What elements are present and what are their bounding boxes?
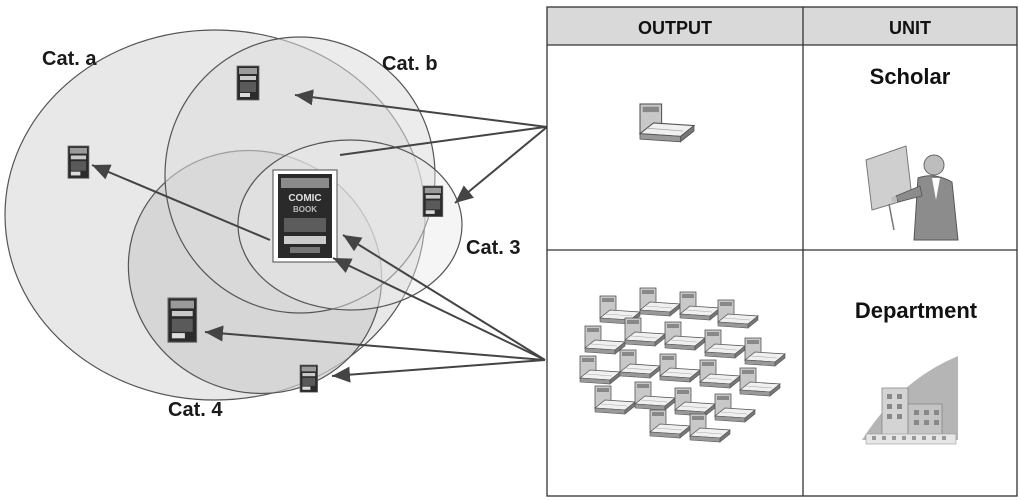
category-b-label: Cat. b [382, 53, 438, 75]
building-icon [862, 356, 958, 445]
svg-text:COMIC: COMIC [288, 193, 321, 204]
scholar-label: Scholar [870, 64, 951, 89]
arrow [331, 359, 546, 383]
magazine-icon [67, 145, 90, 179]
category-a-label: Cat. a [42, 48, 97, 70]
category-4-label: Cat. 4 [168, 399, 223, 421]
output-unit-table: OUTPUT UNIT Scholar Department [546, 6, 1018, 497]
department-label: Department [855, 298, 978, 323]
arrow [332, 257, 546, 361]
arrows [91, 89, 548, 383]
arrow [204, 325, 546, 361]
unit-header: UNIT [889, 18, 931, 38]
printer-pile-icon [579, 287, 786, 443]
magazine-icon [299, 364, 319, 393]
presenter-icon [865, 145, 959, 241]
output-header: OUTPUT [638, 18, 712, 38]
category-3-label: Cat. 3 [466, 237, 520, 259]
category-3-ellipse [237, 139, 463, 311]
magazine-icon [167, 297, 198, 343]
featured-magazine-cover-icon: COMIC BOOK [272, 169, 338, 263]
single-printer-icon [639, 103, 695, 143]
arrow [454, 126, 548, 204]
venn-diagram: Cat. a Cat. b Cat. 3 Cat. 4 COMIC BOOK [4, 29, 520, 421]
arrow [294, 89, 548, 128]
magazine-icon [422, 185, 444, 218]
arrow [339, 126, 546, 156]
magazine-icon [236, 65, 260, 101]
arrow [91, 164, 271, 241]
arrow [342, 234, 546, 361]
svg-text:BOOK: BOOK [293, 205, 317, 214]
